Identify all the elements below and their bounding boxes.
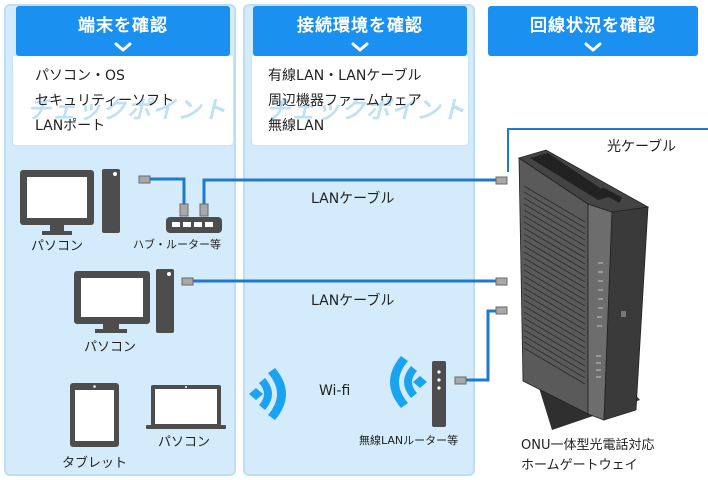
desktop-pc-2-label: パソコン — [84, 340, 137, 355]
wireless-router-icon — [432, 361, 446, 427]
gateway-label-line1: ONU一体型光電話対応 — [521, 438, 655, 453]
optical-cable-label: 光ケーブル — [607, 139, 677, 155]
home-gateway-icon — [518, 149, 650, 430]
connection-check-header[interactable]: 接続環境を確認 — [253, 6, 467, 56]
chevron-down-icon — [584, 42, 602, 52]
wifi-label: Wi-fi — [319, 383, 351, 399]
lan-cable-2-label: LANケーブル — [311, 293, 395, 309]
lan-cable-3 — [466, 309, 496, 382]
line-status-check-header[interactable]: 回線状況を確認 — [488, 6, 698, 56]
wifi-signal-icon — [249, 368, 286, 420]
chevron-down-icon — [114, 42, 132, 52]
wireless-router-label: 無線LANルーター等 — [359, 434, 459, 447]
checkpoint-item: 有線LAN・LANケーブル — [268, 68, 422, 84]
cable-connectors — [138, 175, 508, 385]
connection-check-title: 接続環境を確認 — [297, 16, 423, 36]
checkpoint-item: パソコン・OS — [35, 68, 125, 84]
gateway-label-line2: ホームゲートウェイ — [521, 458, 638, 473]
lan-cable-1 — [150, 177, 496, 204]
device-checkpoint-list: パソコン・OS セキュリティーソフト LANポート — [35, 64, 174, 139]
checkpoint-item: セキュリティーソフト — [35, 93, 175, 109]
desktop-pc-icon — [74, 269, 174, 333]
desktop-pc-icon — [20, 169, 120, 235]
desktop-pc-1-label: パソコン — [31, 239, 84, 254]
device-checkpoint-card: チェックポイント パソコン・OS セキュリティーソフト LANポート — [12, 56, 234, 146]
checkpoint-item: 周辺機器ファームウェア — [268, 93, 422, 109]
checkpoint-watermark: チェックポイント — [266, 96, 466, 124]
line-status-check-title: 回線状況を確認 — [530, 16, 656, 36]
checkpoint-item: 無線LAN — [268, 118, 325, 134]
checkpoint-item: LANポート — [35, 118, 106, 134]
device-check-title: 端末を確認 — [78, 16, 168, 36]
hub-router-icon — [166, 217, 222, 233]
hub-router-label: ハブ・ルーター等 — [133, 238, 221, 251]
laptop-icon — [146, 385, 226, 429]
tablet-label: タブレット — [62, 456, 128, 471]
laptop-pc-label: パソコン — [158, 435, 211, 450]
tablet-icon — [70, 383, 119, 447]
chevron-down-icon — [351, 42, 369, 52]
checkpoint-watermark: チェックポイント — [27, 96, 227, 124]
connection-checkpoint-list: 有線LAN・LANケーブル 周辺機器ファームウェア 無線LAN — [268, 64, 422, 139]
optical-cable — [507, 128, 708, 172]
connection-checkpoint-card: チェックポイント 有線LAN・LANケーブル 周辺機器ファームウェア 無線LAN — [251, 56, 469, 146]
lan-cable-1-label: LANケーブル — [311, 191, 395, 207]
device-check-header[interactable]: 端末を確認 — [16, 6, 230, 56]
wifi-signal-icon — [390, 356, 427, 408]
